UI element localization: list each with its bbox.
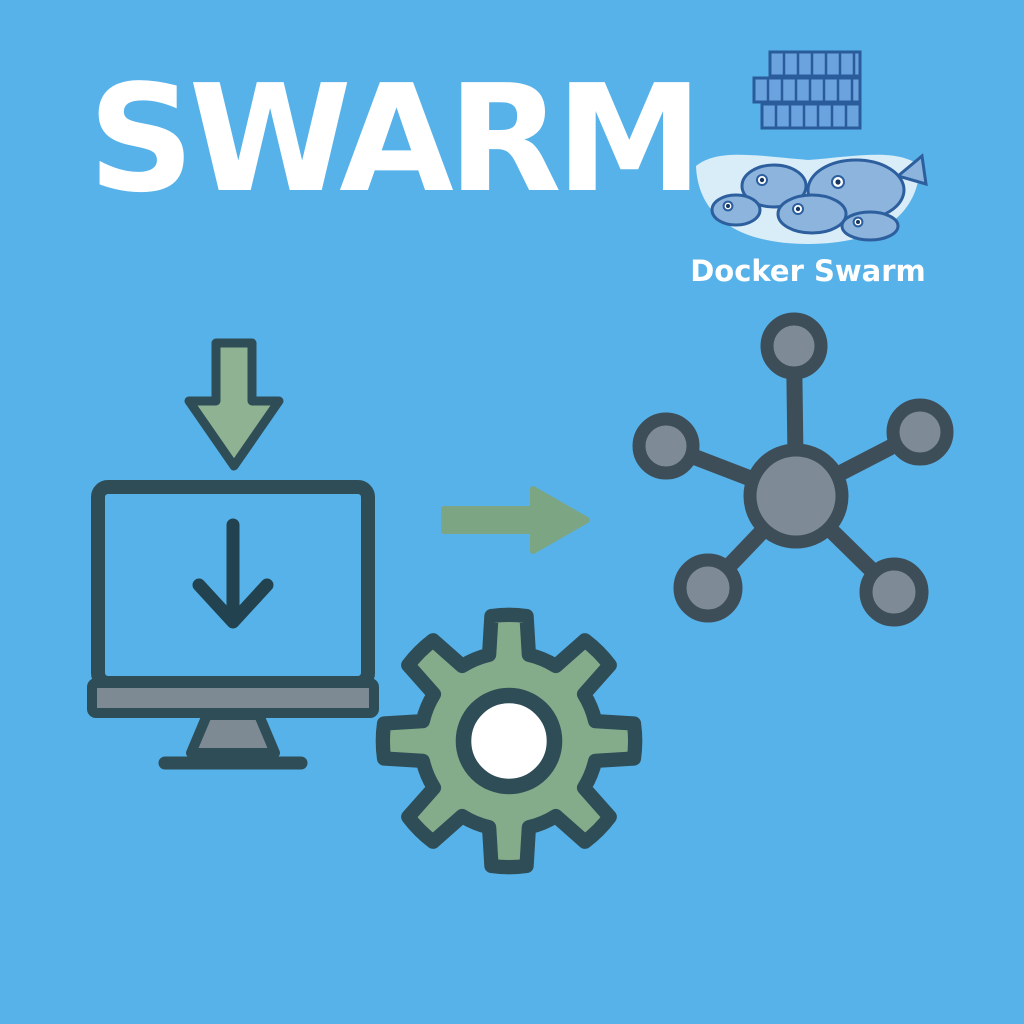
download-arrow-icon <box>182 336 286 474</box>
monitor-icon <box>86 476 380 772</box>
right-arrow-icon <box>436 480 594 560</box>
page-title: SWARM <box>88 53 703 225</box>
screen-download-arrow <box>192 518 274 629</box>
gear-icon <box>366 598 652 884</box>
network-icon <box>628 310 960 642</box>
docker-swarm-logo-block: Docker Swarm <box>686 48 930 288</box>
docker-swarm-logo-icon <box>686 48 930 248</box>
logo-caption: Docker Swarm <box>690 254 926 288</box>
container-ridges <box>766 52 856 128</box>
